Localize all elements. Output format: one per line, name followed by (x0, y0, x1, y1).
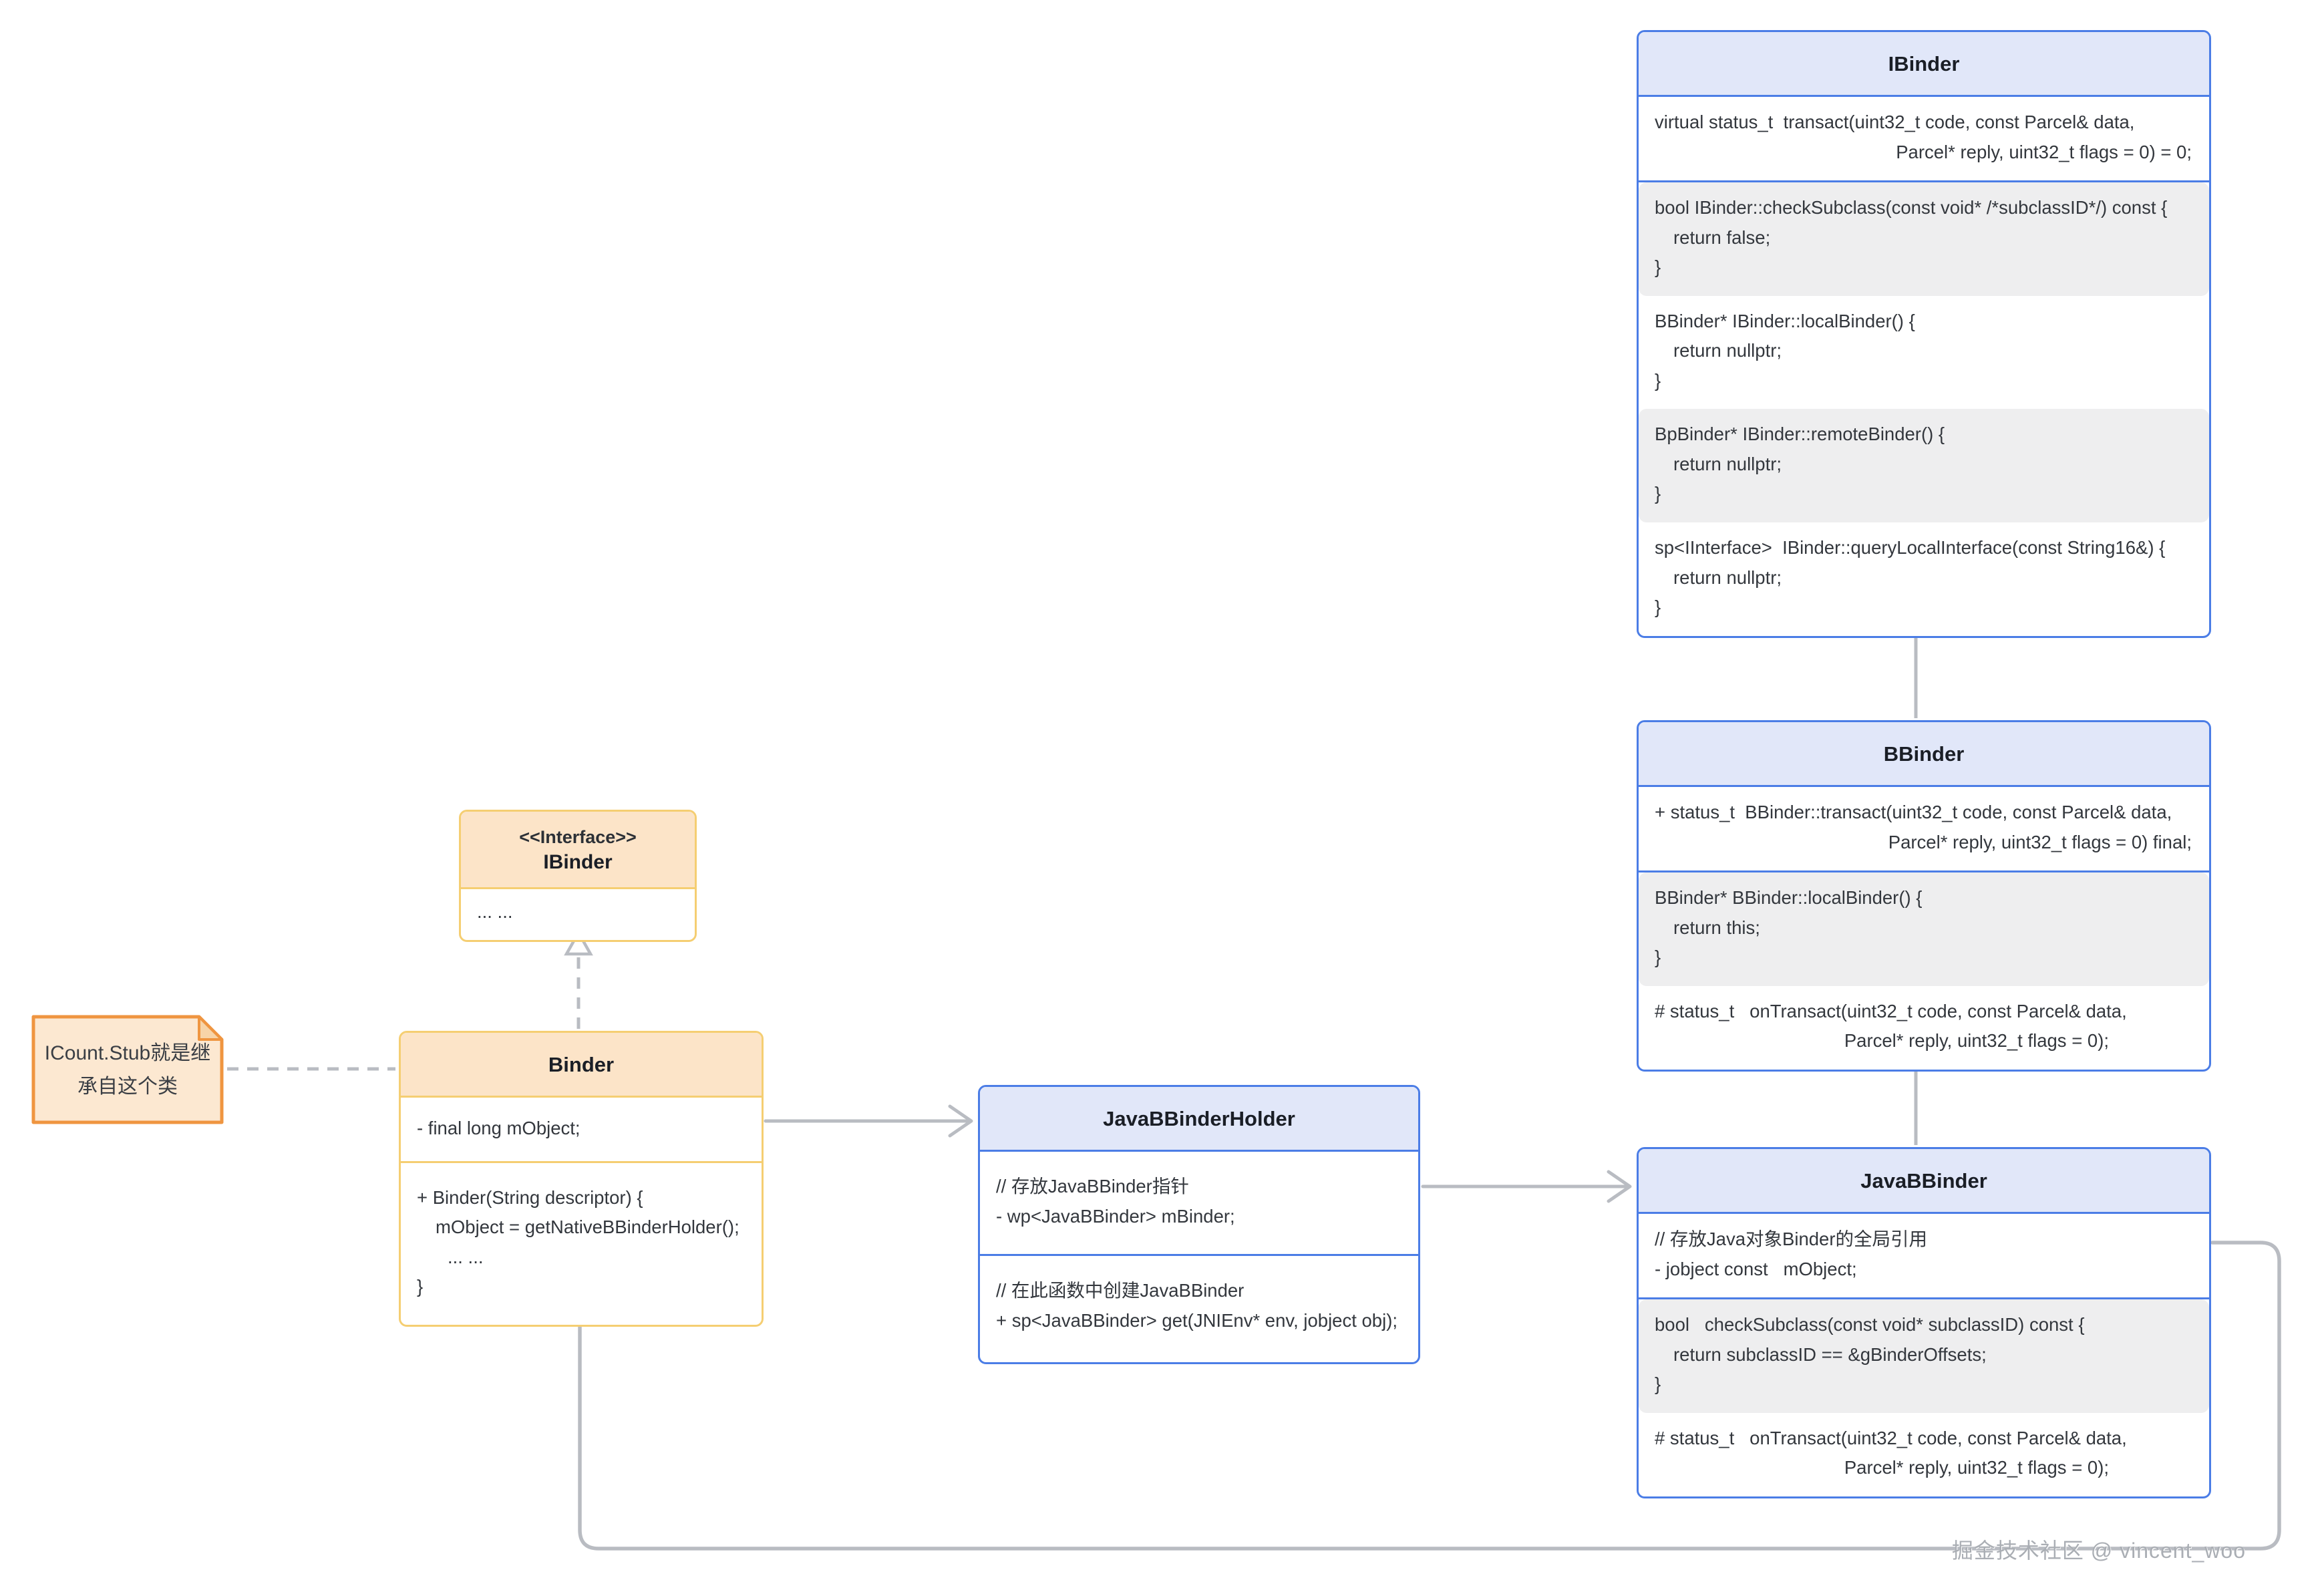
methods-section: // 在此函数中创建JavaBBinder + sp<JavaBBinder> … (980, 1256, 1418, 1362)
class-binder: Binder - final long mObject; + Binder(St… (399, 1031, 764, 1327)
code-line: mObject = getNativeBBinderHolder(); (436, 1217, 739, 1238)
code-line: Parcel* reply, uint32_t flags = 0); (1844, 1030, 2109, 1052)
method-section-localbinder: BBinder* IBinder::localBinder() { return… (1639, 296, 2209, 410)
code-line: // 存放JavaBBinder指针 (996, 1176, 1189, 1196)
method-section-querylocalinterface: sp<IInterface> IBinder::queryLocalInterf… (1639, 522, 2209, 636)
code-line: + Binder(String descriptor) { (417, 1186, 643, 1208)
code-line: + sp<JavaBBinder> get(JNIEnv* env, jobje… (996, 1309, 1397, 1331)
code-line: return false; (1673, 226, 1771, 248)
method-section-transact: virtual status_t transact(uint32_t code,… (1639, 97, 2209, 183)
method-section-ontransact: # status_t onTransact(uint32_t code, con… (1639, 986, 2209, 1070)
class-body-section: ... ... (461, 889, 695, 941)
class-title: JavaBBinder (1639, 1149, 2209, 1214)
realization-arrow-binder-to-interface (564, 929, 593, 1029)
code-line: } (1655, 257, 1661, 278)
note-icount-stub: ICount.Stub就是继承自这个类 (44, 1042, 211, 1098)
code-line: - jobject const mObject; (1655, 1258, 1857, 1279)
stereotype-label: <<Interface>> (519, 827, 637, 847)
method-section-transact: + status_t BBinder::transact(uint32_t co… (1639, 787, 2209, 873)
code-line: virtual status_t transact(uint32_t code,… (1655, 112, 2135, 132)
method-section-checksubclass: bool checkSubclass(const void* subclassI… (1639, 1299, 2209, 1413)
attributes-section: // 存放Java对象Binder的全局引用 - jobject const m… (1639, 1214, 2209, 1300)
note-shape (31, 1015, 224, 1124)
class-title: Binder (401, 1033, 762, 1098)
association-arrow-binder-to-holder (764, 1104, 973, 1138)
code-line: Parcel* reply, uint32_t flags = 0) final… (1888, 831, 2192, 852)
code-line: } (1655, 1374, 1661, 1395)
code-line: # status_t onTransact(uint32_t code, con… (1655, 1000, 2127, 1021)
code-line: } (1655, 483, 1661, 504)
code-line: Parcel* reply, uint32_t flags = 0) = 0; (1896, 141, 2192, 162)
code-line: bool checkSubclass(const void* subclassI… (1655, 1314, 2085, 1335)
class-title: BBinder (1639, 722, 2209, 787)
code-line: } (417, 1276, 424, 1297)
association-arrow-holder-to-javabbinder (1421, 1170, 1632, 1203)
method-section-localbinder: BBinder* BBinder::localBinder() { return… (1639, 872, 2209, 986)
code-line: - wp<JavaBBinder> mBinder; (996, 1205, 1235, 1227)
code-line: BBinder* BBinder::localBinder() { (1655, 887, 1923, 909)
code-line: // 在此函数中创建JavaBBinder (996, 1280, 1245, 1301)
code-line: return subclassID == &gBinderOffsets; (1673, 1343, 1987, 1365)
code-line: bool IBinder::checkSubclass(const void* … (1655, 197, 2168, 218)
code-line: return nullptr; (1673, 453, 1782, 474)
attributes-section: - final long mObject; (401, 1098, 762, 1163)
code-line: - final long mObject; (417, 1118, 580, 1138)
code-line: return this; (1673, 917, 1760, 938)
code-line: Parcel* reply, uint32_t flags = 0); (1844, 1457, 2109, 1478)
note-fold-corner (198, 1015, 223, 1041)
class-bbinder: BBinder + status_t BBinder::transact(uin… (1637, 720, 2211, 1072)
class-title: IBinder (543, 851, 613, 874)
code-line: # status_t onTransact(uint32_t code, con… (1655, 1427, 2127, 1448)
method-section-ontransact: # status_t onTransact(uint32_t code, con… (1639, 1413, 2209, 1496)
code-line: // 存放Java对象Binder的全局引用 (1655, 1229, 1928, 1249)
code-line: } (1655, 597, 1661, 618)
class-javabbinder: JavaBBinder // 存放Java对象Binder的全局引用 - job… (1637, 1147, 2211, 1498)
class-javabbinderholder: JavaBBinderHolder // 存放JavaBBinder指针 - w… (978, 1085, 1420, 1364)
class-title: JavaBBinderHolder (980, 1087, 1418, 1152)
code-line: sp<IInterface> IBinder::queryLocalInterf… (1655, 537, 2166, 558)
class-ibinder-cpp: IBinder virtual status_t transact(uint32… (1637, 30, 2211, 638)
method-section-checksubclass: bool IBinder::checkSubclass(const void* … (1639, 182, 2209, 296)
code-line: ... ... (448, 1246, 484, 1267)
code-line: BpBinder* IBinder::remoteBinder() { (1655, 424, 1945, 445)
code-line: + status_t BBinder::transact(uint32_t co… (1655, 802, 2172, 822)
code-line: BBinder* IBinder::localBinder() { (1655, 310, 1915, 331)
code-line: } (1655, 947, 1661, 968)
attributes-section: // 存放JavaBBinder指针 - wp<JavaBBinder> mBi… (980, 1152, 1418, 1257)
methods-section: + Binder(String descriptor) { mObject = … (401, 1163, 762, 1325)
method-section-remotebinder: BpBinder* IBinder::remoteBinder() { retu… (1639, 409, 2209, 523)
code-line: ... ... (477, 901, 513, 922)
code-line: return nullptr; (1673, 340, 1782, 361)
class-interface-ibinder: <<Interface>> IBinder ... ... (459, 810, 697, 943)
watermark-text: 掘金技术社区 @ vincent_woo (1951, 1539, 2246, 1563)
code-line: return nullptr; (1673, 567, 1782, 588)
class-title: IBinder (1639, 32, 2209, 97)
class-header: <<Interface>> IBinder (461, 812, 695, 889)
code-line: } (1655, 369, 1661, 391)
